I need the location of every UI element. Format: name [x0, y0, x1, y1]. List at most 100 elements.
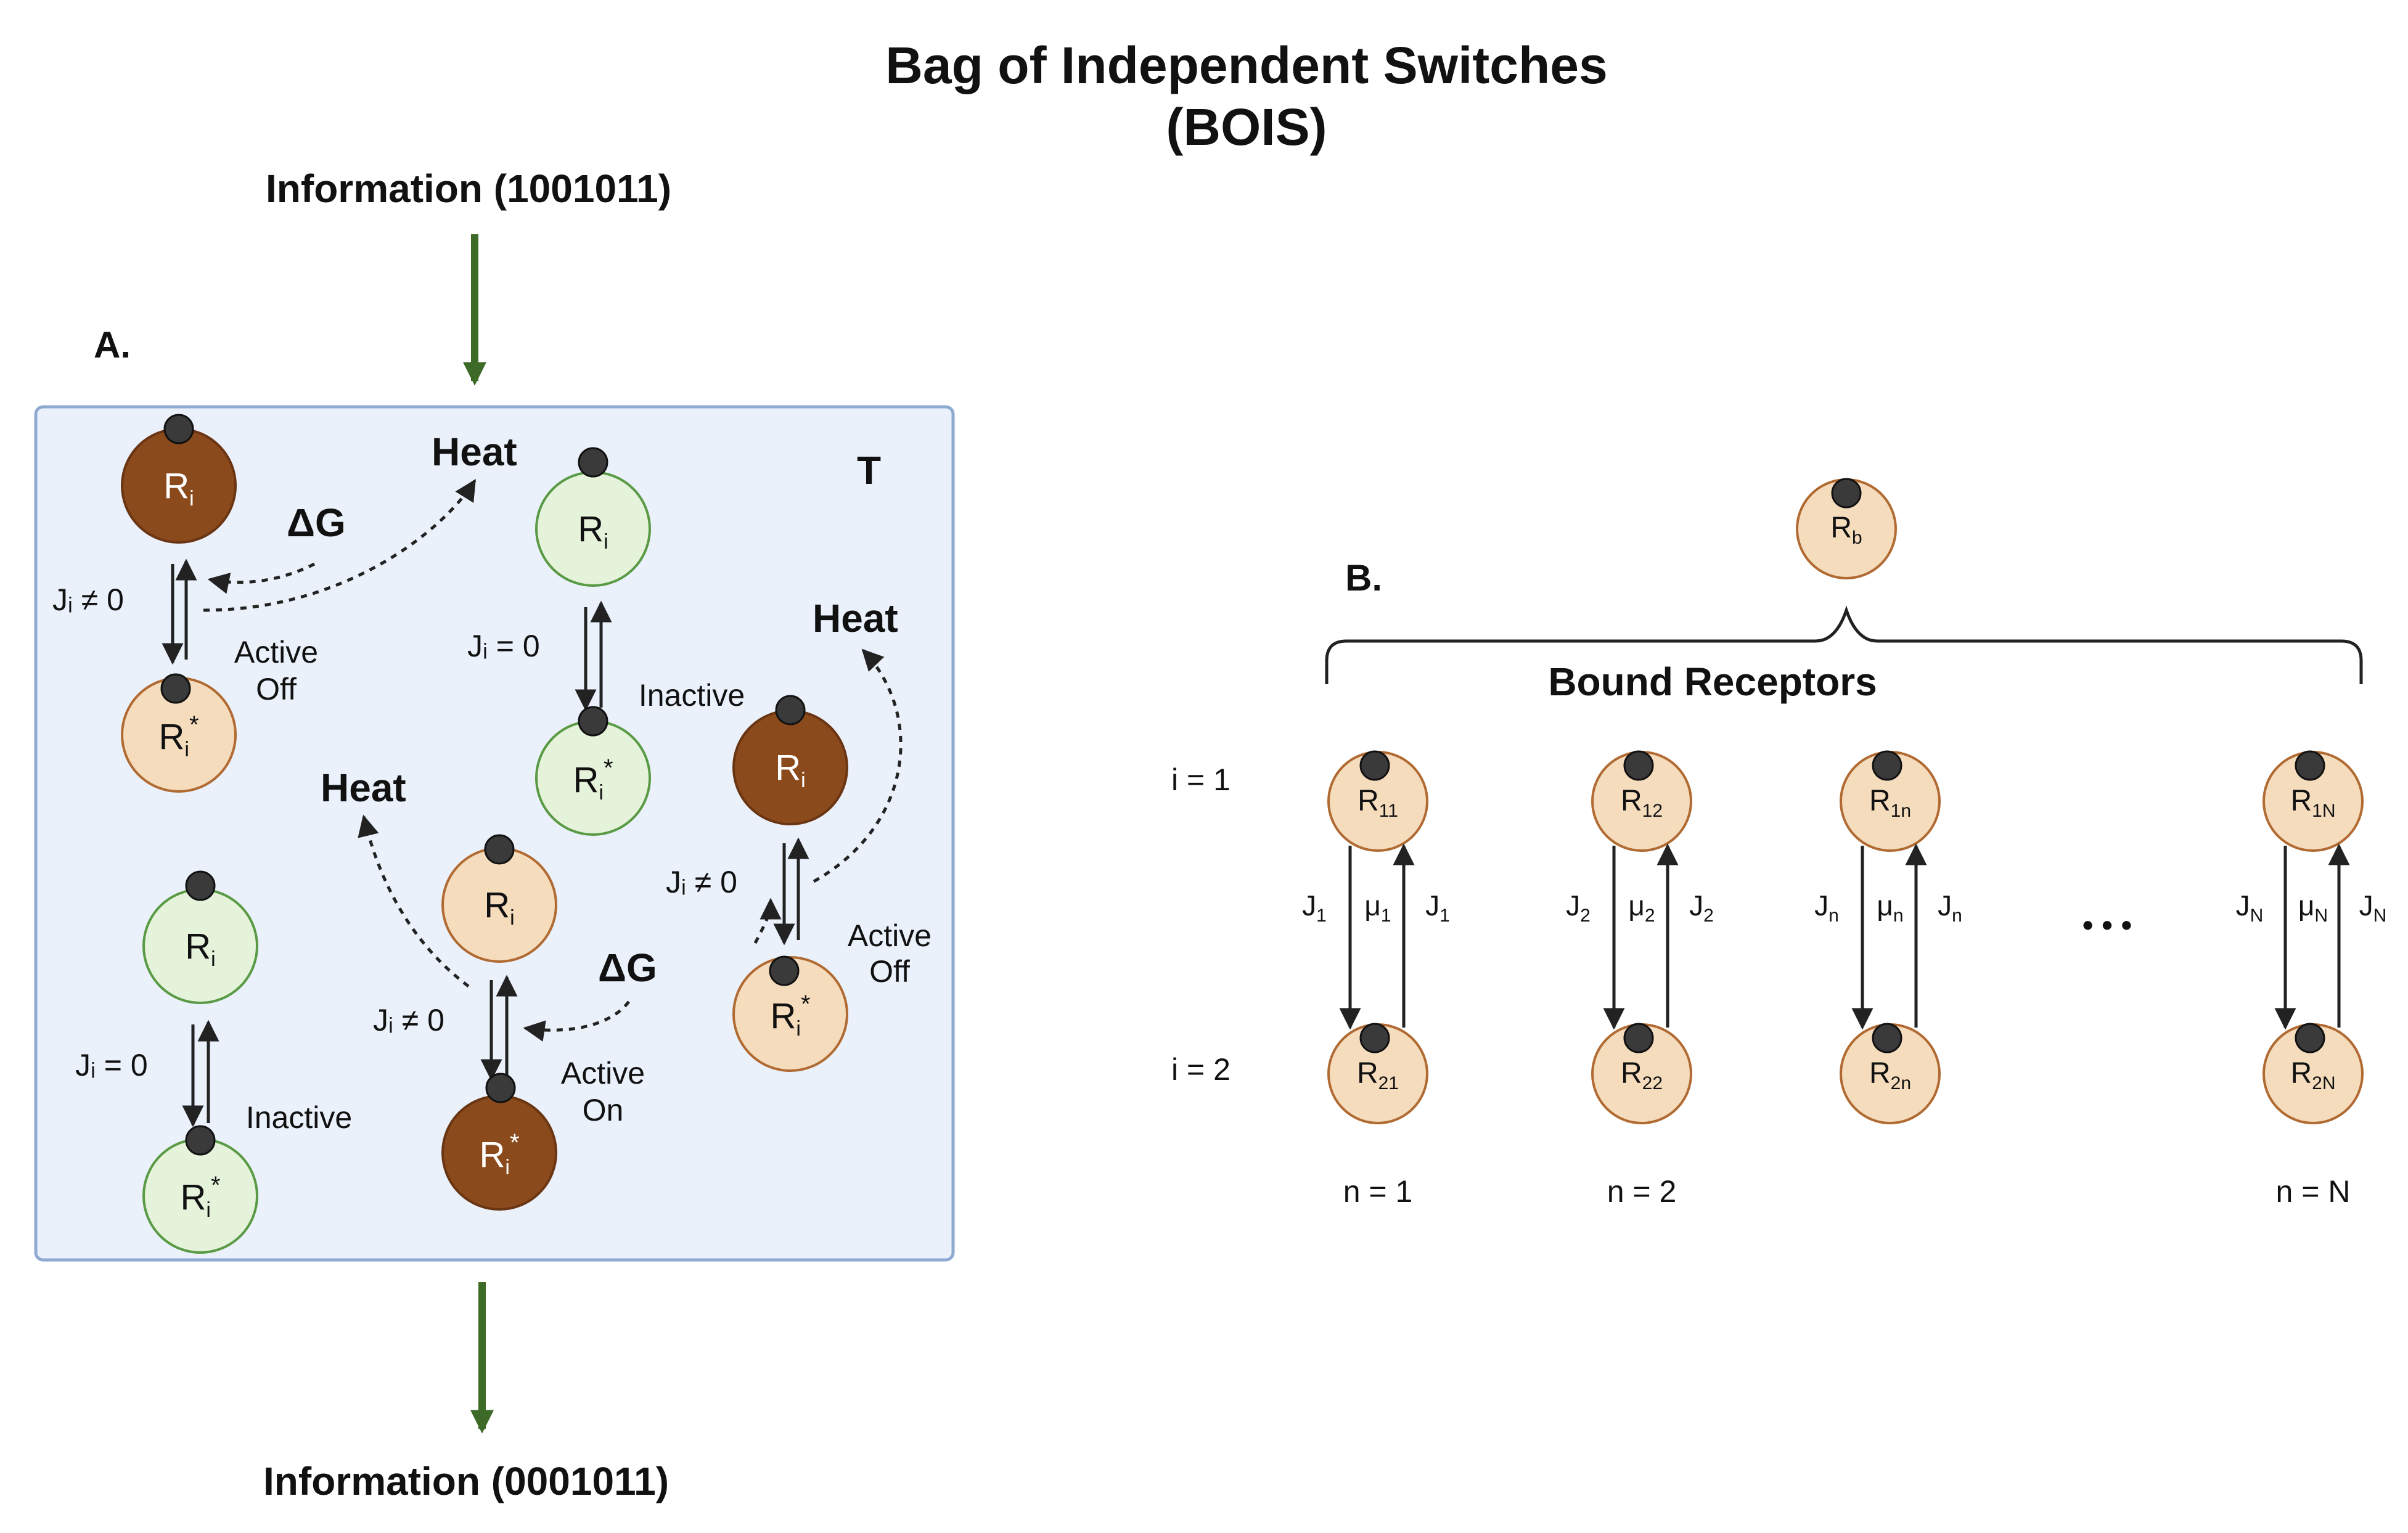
state-label: Active — [561, 1056, 645, 1090]
ligand-dot — [160, 673, 191, 704]
receptor-label: R — [1869, 1057, 1891, 1090]
receptor-label: R — [1830, 512, 1852, 544]
receptor-label: R — [180, 1177, 206, 1217]
switch-3: Ri Jᵢ ≠ 0 Active Off Ri* — [666, 695, 932, 1072]
ligand-dot — [1359, 750, 1390, 781]
heat-arrow — [203, 479, 477, 612]
ligand-dot — [1872, 750, 1902, 781]
ellipsis: • • • — [2082, 908, 2132, 942]
bound-receptors-brace — [1325, 605, 2363, 684]
svg-text:Ri: Ri — [775, 748, 805, 792]
ligand-dot — [1872, 1023, 1902, 1053]
receptor-subscript: i — [796, 1017, 801, 1040]
ligand-dot — [775, 695, 806, 726]
figure-title-line2: (BOIS) — [1166, 98, 1327, 156]
receptor-subscript: i — [211, 947, 216, 971]
coupling-label: Jᵢ ≠ 0 — [52, 583, 124, 617]
receptor-subscript: i — [189, 487, 194, 510]
rate-label: Jn — [1814, 889, 1839, 926]
coupling-label: Jᵢ ≠ 0 — [373, 1003, 444, 1037]
row-label-i1: i = 1 — [1171, 762, 1231, 797]
receptor-label: R — [1357, 1057, 1378, 1090]
receptor-subscript: i — [184, 738, 189, 761]
ligand-dot — [1831, 478, 1862, 509]
delta-g-label: ΔG — [598, 946, 657, 990]
receptor-subscript: i — [510, 906, 515, 930]
thermal-bath-box — [34, 405, 955, 1262]
heat-label: Heat — [321, 766, 406, 810]
state-label: Inactive — [639, 678, 745, 713]
receptor-subscript: 2n — [1891, 1073, 1911, 1094]
panel-a-label: A. — [94, 324, 131, 366]
state-label: Inactive — [246, 1100, 352, 1135]
panel-b-label: B. — [1345, 557, 1382, 599]
receptor-label: R — [573, 760, 599, 800]
rate-label: J1 — [1425, 889, 1450, 926]
receptor-label: R — [185, 926, 211, 967]
column-index-label: n = 2 — [1607, 1174, 1677, 1209]
ligand-dot — [485, 1073, 516, 1103]
column-index-label: n = N — [2276, 1174, 2351, 1209]
svg-text:R2n: R2n — [1869, 1057, 1911, 1094]
svg-text:Ri*: Ri* — [573, 754, 613, 804]
state-label: Active — [234, 635, 318, 669]
svg-text:R1N: R1N — [2290, 785, 2335, 821]
ligand-dot — [2295, 750, 2325, 781]
receptor-star: * — [510, 1129, 520, 1156]
receptor-subscript: 22 — [1642, 1073, 1663, 1094]
receptor-subscript: b — [1852, 528, 1862, 548]
receptor-label: R — [2290, 1057, 2312, 1090]
ligand-dot — [769, 955, 800, 986]
receptor-star: * — [211, 1172, 221, 1199]
figure-title-line1: Bag of Independent Switches — [885, 36, 1607, 94]
rate-label: J2 — [1689, 889, 1714, 926]
rate-label: J1 — [1302, 889, 1327, 926]
switch-4: Ri Jᵢ = 0 Inactive Ri* — [75, 870, 352, 1254]
coupling-label: Jᵢ = 0 — [75, 1048, 148, 1082]
receptor-label: R — [1621, 785, 1642, 817]
receptor-subscript: 11 — [1379, 801, 1398, 821]
receptor-label: R — [775, 748, 801, 788]
svg-text:Rb: Rb — [1830, 512, 1862, 548]
svg-text:Ri: Ri — [484, 885, 514, 930]
svg-text:Ri*: Ri* — [770, 991, 810, 1040]
heat-label: Heat — [432, 430, 517, 474]
svg-text:R11: R11 — [1358, 785, 1398, 821]
svg-text:R1n: R1n — [1869, 785, 1911, 821]
switch-5: Ri Jᵢ ≠ 0 Active On Ri * — [373, 834, 645, 1211]
receptor-label: R — [578, 509, 604, 549]
ligand-dot — [185, 1125, 216, 1156]
chemical-potential-label: μn — [1877, 889, 1903, 926]
svg-text:R21: R21 — [1357, 1057, 1399, 1094]
svg-text:R12: R12 — [1621, 785, 1663, 821]
receptor-label: R — [1621, 1057, 1642, 1090]
svg-text:Ri*: Ri* — [180, 1172, 220, 1222]
rate-label: J2 — [1566, 889, 1591, 926]
rate-label: Jn — [1938, 889, 1962, 926]
coupling-label: Jᵢ ≠ 0 — [666, 865, 737, 899]
ligand-dot — [578, 706, 608, 737]
temperature-label: T — [857, 448, 881, 493]
receptor-label: R — [1869, 785, 1891, 817]
state-label: Off — [869, 954, 910, 989]
chemical-potential-label: μ1 — [1364, 889, 1391, 926]
information-output-label: Information (0001011) — [263, 1459, 669, 1503]
delta-g-label: ΔG — [287, 501, 346, 545]
receptor-subscript: 1N — [2312, 801, 2335, 821]
chemical-potential-label: μ2 — [1628, 889, 1655, 926]
ligand-dot — [185, 870, 216, 901]
receptor-subscript: i — [801, 769, 806, 792]
switch-1: Ri Jᵢ ≠ 0 Active Off Ri* — [52, 414, 318, 793]
receptor-label: R — [163, 466, 189, 506]
receptor-label: R — [484, 885, 510, 925]
receptor-subscript: i — [604, 530, 608, 554]
state-label: Active — [848, 918, 932, 953]
receptor-subscript: 2N — [2312, 1073, 2335, 1094]
receptor-star: * — [189, 711, 199, 738]
ligand-dot — [1359, 1023, 1390, 1053]
svg-text:R22: R22 — [1621, 1057, 1663, 1094]
switch-2: Ri Jᵢ = 0 Inactive Ri* — [467, 447, 745, 836]
state-label: On — [583, 1093, 624, 1127]
